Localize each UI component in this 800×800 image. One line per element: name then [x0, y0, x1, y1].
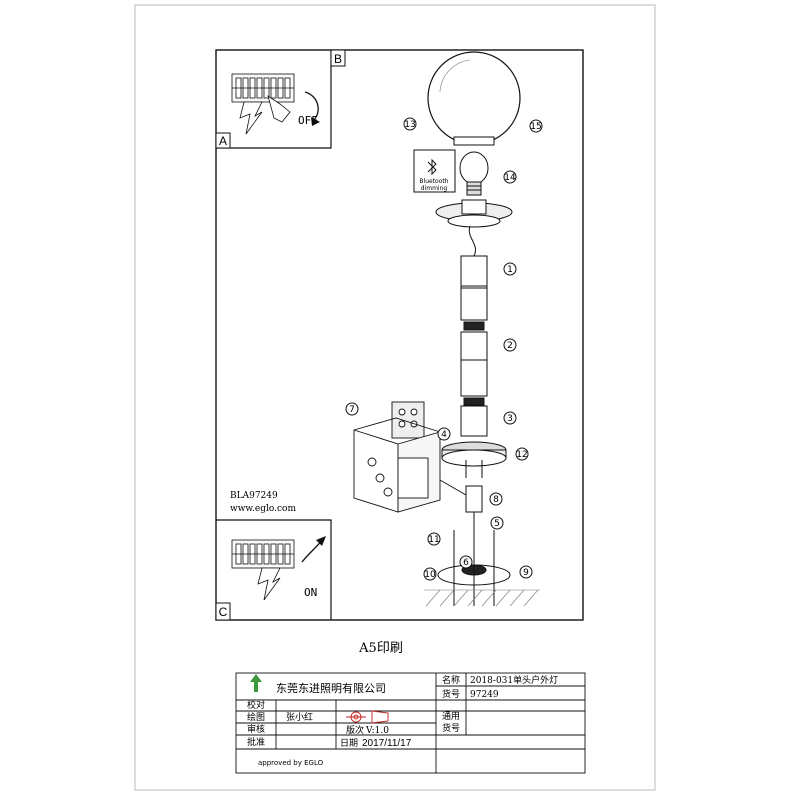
- svg-text:2: 2: [507, 341, 513, 351]
- step-5: 5: [490, 516, 504, 530]
- step-14: 14: [503, 170, 517, 184]
- inset-letter-c: C: [219, 605, 228, 619]
- website: www.eglo.com: [230, 504, 296, 514]
- svg-text:5: 5: [494, 519, 500, 529]
- step-3: 3: [503, 411, 517, 425]
- svg-text:1: 1: [507, 265, 513, 275]
- bluetooth-dimming-box: Bluetooth dimming: [413, 149, 456, 193]
- reviewer-label: 审核: [247, 723, 265, 735]
- step-15: 15: [529, 119, 543, 133]
- approval-note: approved by EGLO: [258, 759, 324, 767]
- drawing-frame: [215, 49, 584, 621]
- item-number: 97249: [470, 690, 499, 700]
- base-flange: [441, 441, 507, 478]
- step-labels: 13 15 14 1 2 3 4 12 8 5 7 11 6 10 9: [345, 117, 543, 581]
- wiring-box-detail: [353, 401, 467, 513]
- svg-text:6: 6: [463, 558, 469, 568]
- inset-letter-b: B: [334, 52, 342, 66]
- bluetooth-icon: [427, 158, 437, 176]
- svg-text:14: 14: [504, 173, 516, 183]
- date-label: 日期: [340, 738, 358, 749]
- off-label: OFF: [298, 114, 318, 127]
- drafter-label: 绘图: [247, 711, 265, 723]
- svg-text:10: 10: [424, 570, 436, 580]
- title-block: [235, 672, 586, 774]
- print-note: A5印刷: [358, 641, 403, 656]
- version-label: 版次: [346, 724, 364, 736]
- svg-text:12: 12: [516, 450, 527, 460]
- step-13: 13: [403, 117, 417, 131]
- terminal-block-bottom: [231, 539, 295, 601]
- inset-off: B A OFF: [215, 49, 346, 149]
- svg-text:8: 8: [493, 495, 499, 505]
- led-bulb: [459, 151, 489, 196]
- step-12: 12: [515, 447, 529, 461]
- date-value: 2017/11/17: [362, 738, 412, 749]
- terminal-block-top: [231, 73, 295, 135]
- step-10: 10: [423, 567, 437, 581]
- step-2: 2: [503, 338, 517, 352]
- post-segment-3: [460, 405, 488, 437]
- drafter-name: 张小红: [286, 711, 313, 723]
- model-code: BLA97249: [230, 491, 278, 501]
- company-name: 东莞东进照明有限公司: [276, 681, 386, 695]
- cable-junction: [465, 485, 483, 513]
- approver-label: 批准: [247, 736, 265, 748]
- post-segment-1: [460, 255, 488, 321]
- step-4: 4: [437, 427, 451, 441]
- lamp-holder-plate: [435, 199, 513, 257]
- svg-text:3: 3: [507, 414, 513, 424]
- ground-plate: [437, 525, 511, 606]
- ground-hatching: [424, 589, 540, 607]
- post-connector-2: [463, 397, 485, 406]
- product-name: 2018-031单头户外灯: [470, 674, 558, 686]
- name-label: 名称: [442, 674, 460, 686]
- step-1: 1: [503, 262, 517, 276]
- step-11: 11: [427, 532, 441, 546]
- version-value: V:1.0: [365, 726, 389, 736]
- svg-text:9: 9: [523, 568, 529, 578]
- svg-text:4: 4: [441, 430, 447, 440]
- on-label: ON: [304, 586, 317, 599]
- inset-on: C ON: [215, 519, 332, 621]
- inset-letter-a: A: [219, 134, 227, 148]
- globe-shade: [427, 51, 521, 146]
- step-9: 9: [519, 565, 533, 579]
- general-label: 通用: [442, 711, 460, 722]
- company-logo: [250, 674, 262, 692]
- sheet-border: [134, 4, 656, 791]
- svg-text:7: 7: [349, 405, 355, 415]
- svg-text:13: 13: [404, 120, 415, 130]
- checker-label: 校对: [247, 699, 265, 711]
- bluetooth-line2: dimming: [421, 185, 448, 192]
- svg-text:11: 11: [428, 535, 439, 545]
- step-6: 6: [459, 555, 473, 569]
- general-item-label: 货号: [442, 722, 460, 734]
- lamp-assembly: [424, 51, 540, 607]
- bluetooth-line1: Bluetooth: [419, 178, 448, 185]
- step-8: 8: [489, 492, 503, 506]
- item-number-label: 货号: [442, 688, 460, 700]
- svg-text:15: 15: [530, 122, 541, 132]
- post-segment-2: [460, 331, 488, 397]
- projection-symbol: [346, 710, 389, 724]
- step-7: 7: [345, 402, 359, 416]
- post-connector-1: [463, 321, 485, 331]
